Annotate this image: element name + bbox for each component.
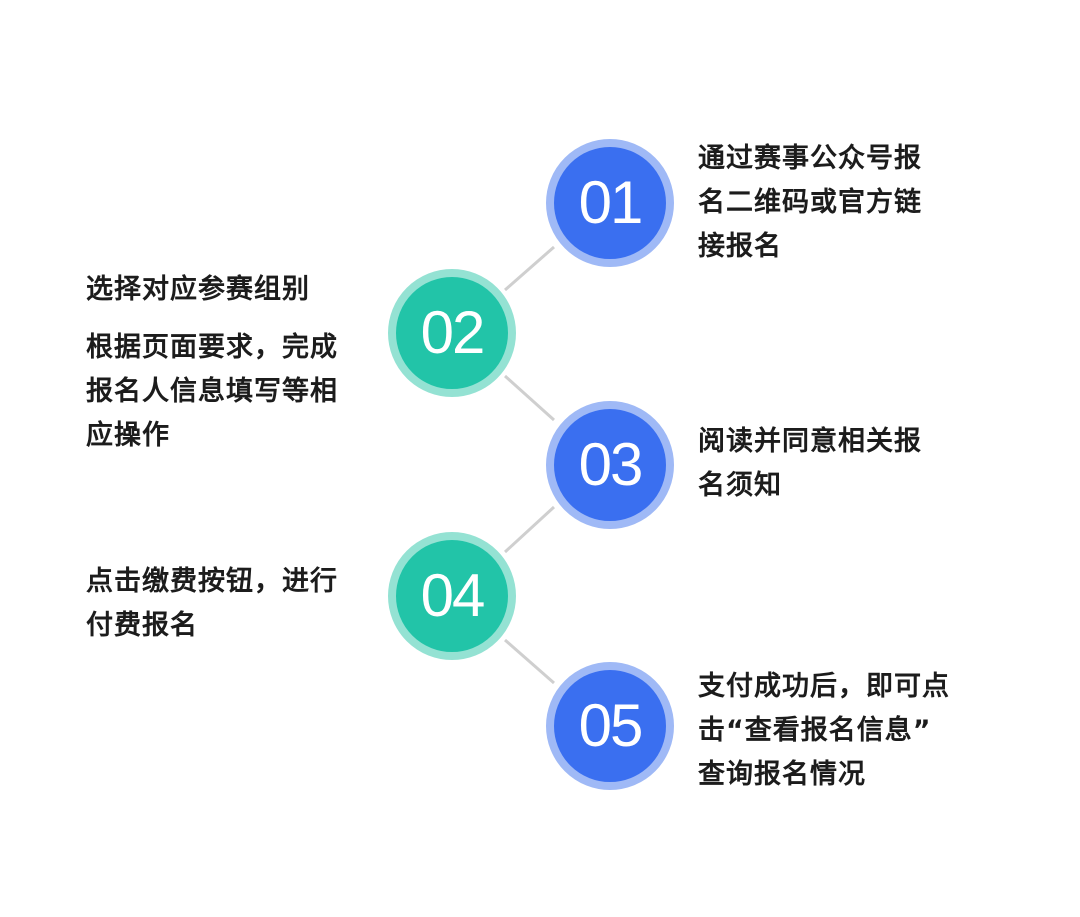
step-04-description: 点击缴费按钮，进行 付费报名 — [86, 566, 338, 641]
step-04-text: 点击缴费按钮，进行 付费报名 — [86, 560, 386, 648]
step-03-circle: 03 — [546, 401, 674, 529]
step-02-description: 根据页面要求，完成 报名人信息填写等相 应操作 — [86, 332, 338, 451]
connector-02-03 — [503, 374, 556, 422]
step-02-circle: 02 — [388, 269, 516, 397]
step-04-circle: 04 — [388, 532, 516, 660]
step-01-number: 01 — [578, 169, 644, 236]
step-02-number: 02 — [420, 299, 486, 366]
step-02-text: 选择对应参赛组别 根据页面要求，完成 报名人信息填写等相 应操作 — [86, 268, 386, 458]
step-02-title: 选择对应参赛组别 — [86, 274, 310, 305]
connector-03-04 — [503, 505, 556, 554]
step-05-circle: 05 — [546, 662, 674, 790]
step-05-number: 05 — [578, 692, 644, 759]
step-03-number: 03 — [578, 431, 644, 498]
step-01-description: 通过赛事公众号报 名二维码或官方链 接报名 — [698, 143, 922, 262]
connector-04-05 — [504, 638, 555, 685]
connector-01-02 — [504, 245, 555, 292]
step-03-text: 阅读并同意相关报 名须知 — [698, 420, 978, 508]
step-04-number: 04 — [420, 562, 486, 629]
step-05-description: 支付成功后，即可点 击“查看报名信息” 查询报名情况 — [698, 671, 950, 790]
step-01-circle: 01 — [546, 139, 674, 267]
step-05-text: 支付成功后，即可点 击“查看报名信息” 查询报名情况 — [698, 665, 998, 797]
step-03-description: 阅读并同意相关报 名须知 — [698, 426, 922, 501]
step-01-text: 通过赛事公众号报 名二维码或官方链 接报名 — [698, 137, 978, 269]
